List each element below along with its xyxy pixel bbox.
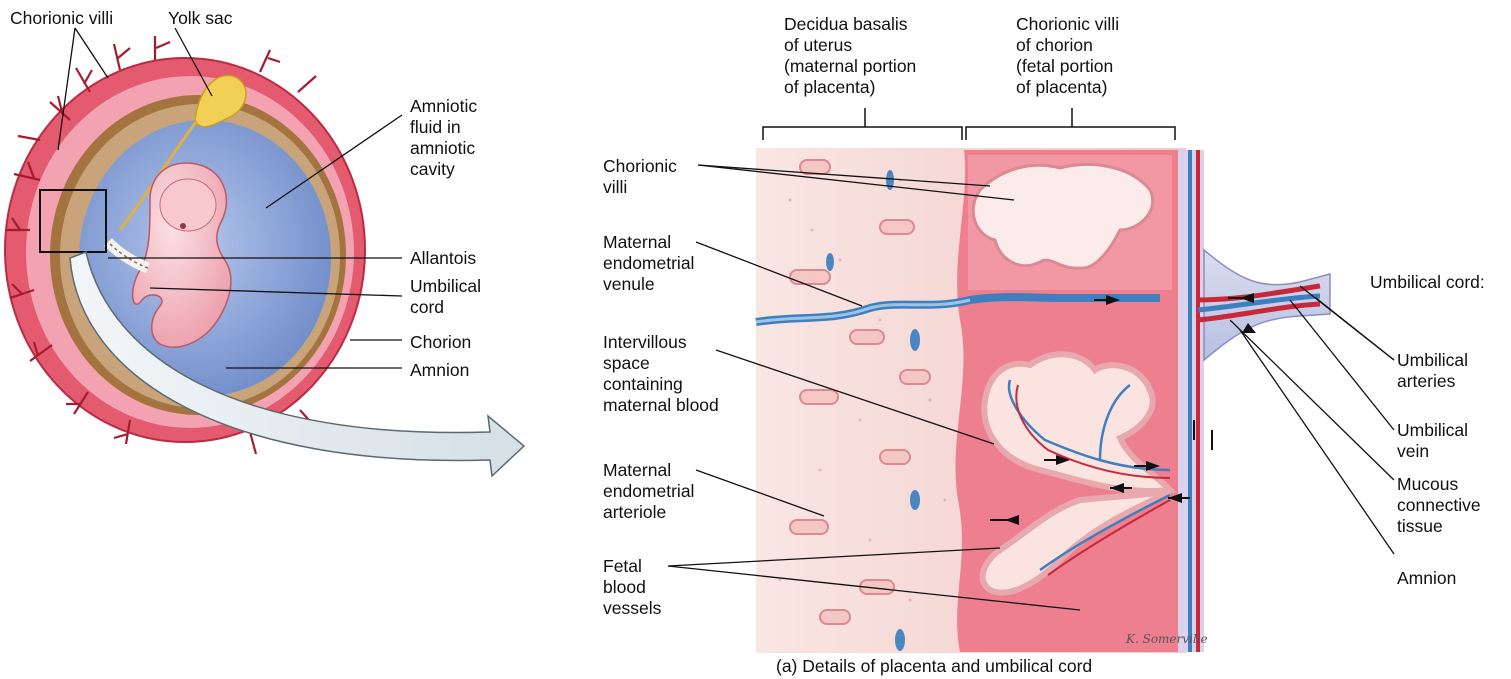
label-umbilical-cord-right: Umbilical cord:: [1370, 272, 1485, 293]
label-intervillous-space: Intervillous space containing maternal b…: [603, 332, 719, 416]
label-chorionic-villi-left: Chorionic villi: [10, 8, 113, 29]
label-amniotic-fluid: Amniotic fluid in amniotic cavity: [410, 96, 477, 180]
label-maternal-arteriole: Maternal endometrial arteriole: [603, 460, 694, 523]
label-mucous-connective: Mucous connective tissue: [1397, 474, 1481, 537]
label-allantois: Allantois: [410, 248, 476, 269]
label-maternal-venule: Maternal endometrial venule: [603, 232, 694, 295]
label-decidua-basalis: Decidua basalis of uterus (maternal port…: [784, 14, 916, 98]
label-amnion-left: Amnion: [410, 360, 469, 381]
artist-signature: K. Somerville: [1126, 632, 1208, 646]
label-yolk-sac: Yolk sac: [168, 8, 233, 29]
brackets: [763, 108, 1175, 140]
label-umbilical-arteries: Umbilical arteries: [1397, 350, 1468, 392]
label-fetal-vessels: Fetal blood vessels: [603, 556, 661, 619]
label-chorion: Chorion: [410, 332, 471, 353]
label-chorionic-villi-chorion: Chorionic villi of chorion (fetal portio…: [1016, 14, 1119, 98]
label-umbilical-cord-left: Umbilical cord: [410, 276, 481, 318]
label-amnion-right: Amnion: [1397, 568, 1456, 589]
figure-caption: (a) Details of placenta and umbilical co…: [776, 656, 1092, 677]
label-umbilical-vein: Umbilical vein: [1397, 420, 1468, 462]
label-chorionic-villi-right: Chorionic villi: [603, 156, 677, 198]
placenta-detail-figure: [756, 148, 1330, 653]
